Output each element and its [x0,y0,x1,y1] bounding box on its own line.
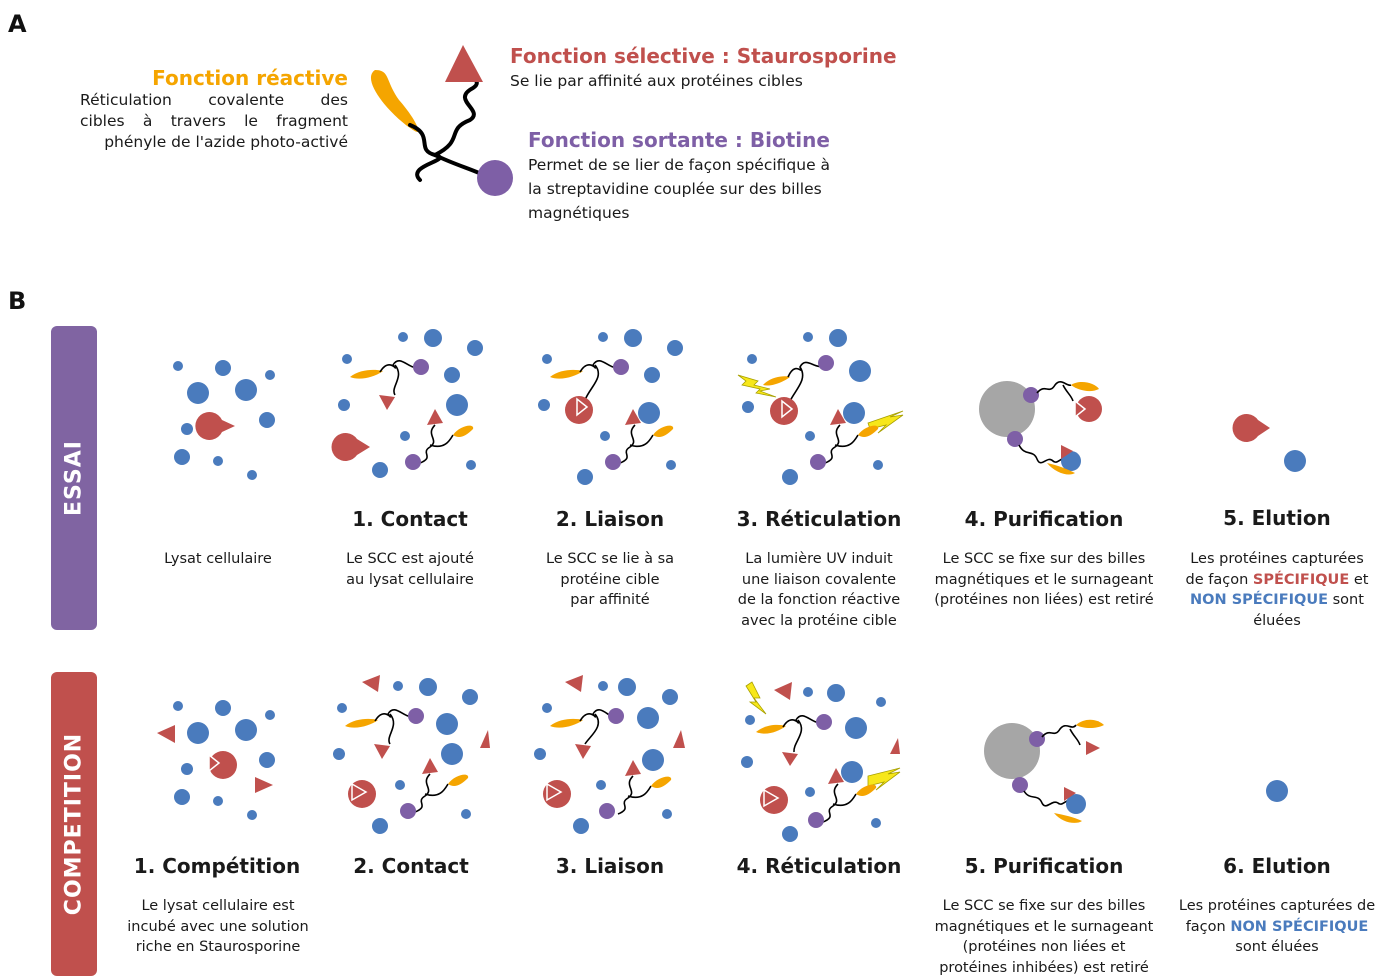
competition-step-4-title: 4. Réticulation [719,854,919,878]
text-span: sont [1328,592,1364,608]
competition-scene-elution [1265,780,1295,810]
competition-scene-contact [330,670,495,830]
essai-step-5-desc-line: Les protéines capturées [1157,549,1391,570]
essai-step-5-desc-line: de façon SPÉCIFIQUE et [1157,570,1391,591]
essai-step-5-desc-line: NON SPÉCIFIQUE sont [1157,590,1391,611]
essai-step-3-desc-line: avec la protéine cible [699,611,939,632]
competition-step-3-title: 3. Liaison [510,854,710,878]
competition-step-1-desc-line: Le lysat cellulaire est [98,896,338,917]
essai-band: ESSAI [51,326,97,630]
competition-step-2-title: 2. Contact [311,854,511,878]
competition-step-5-desc-line: Le SCC se fixe sur des billes [924,896,1164,917]
uv-lightning-icon [746,682,766,714]
essai-step-4-title: 4. Purification [944,507,1144,531]
reactive-function-desc-3: phényle de l'azide photo-activé [80,132,348,153]
essai-band-label: ESSAI [62,440,87,516]
essai-step-3-desc-line: de la fonction réactive [699,590,939,611]
essai-step-2-desc-line: par affinité [490,590,730,611]
essai-step-3-desc: La lumière UV induit une liaison covalen… [699,549,939,631]
text-span: et [1349,572,1368,588]
exit-function-desc-3: magnétiques [528,203,629,224]
linker-lower [410,125,440,180]
competition-step-1-desc: Le lysat cellulaire est incubé avec une … [98,896,338,958]
competition-step-6-desc-line: façon NON SPÉCIFIQUE [1157,917,1391,938]
essai-step-3-desc-line: une liaison covalente [699,570,939,591]
essai-scene-elution [1250,410,1310,480]
essai-step-2-desc-line: Le SCC se lie à sa [490,549,730,570]
uv-lightning-icon [738,375,776,397]
competition-scene-binding [535,670,700,830]
exit-function-desc-1: Permet de se lier de façon spécifique à [528,155,830,176]
selective-function-title: Fonction sélective : Staurosporine [510,44,897,68]
competition-band: COMPETITION [51,672,97,976]
essai-step-5-desc: Les protéines capturées de façon SPÉCIFI… [1157,549,1391,631]
competition-band-label: COMPETITION [62,733,87,915]
reactive-function-desc-2: cibles à travers le fragment [80,111,348,132]
competition-step-1-title: 1. Compétition [117,854,317,878]
competition-step-5-desc-line: protéines inhibées) est retiré [924,958,1164,978]
linker-upper [435,75,477,155]
competition-step-6-desc: Les protéines capturées de façon NON SPÉ… [1157,896,1391,958]
competition-step-5-title: 5. Purification [944,854,1144,878]
essai-step-2-desc: Le SCC se lie à sa protéine cible par af… [490,549,730,611]
exit-function-desc-2: la streptavidine couplée sur des billes [528,179,822,200]
essai-step-2-desc-line: protéine cible [490,570,730,591]
essai-step-4-desc-line: Le SCC se fixe sur des billes [924,549,1164,570]
selective-function-triangle [445,45,483,82]
essai-step-3-title: 3. Réticulation [719,507,919,531]
text-span: de façon [1186,572,1253,588]
competition-scene-crosslink [738,680,903,840]
competition-scene-competition [155,695,285,825]
essai-scene-contact [335,325,495,475]
magnetic-bead [984,723,1040,779]
competition-step-1-desc-line: riche en Staurosporine [98,937,338,958]
essai-scene-binding [535,325,695,480]
reactive-function-block: Fonction réactive Réticulation covalente… [80,66,348,153]
essai-step-5-desc-line: éluées [1157,611,1391,632]
exit-function-title: Fonction sortante : Biotine [528,128,830,152]
essai-step-4-desc-line: magnétiques et le surnageant [924,570,1164,591]
selective-function-desc: Se lie par affinité aux protéines cibles [510,71,803,92]
competition-step-1-desc-line: incubé avec une solution [98,917,338,938]
competition-step-5-desc: Le SCC se fixe sur des billes magnétique… [924,896,1164,978]
essai-step-5-title: 5. Elution [1177,506,1377,530]
essai-scene-purification [975,365,1115,485]
essai-step-4-desc-line: (protéines non liées) est retiré [924,590,1164,611]
reactive-function-title: Fonction réactive [80,66,348,90]
competition-step-6-desc-line: sont éluées [1157,937,1391,958]
biotin-circle [477,160,513,196]
nonspecific-label: NON SPÉCIFIQUE [1190,592,1328,608]
competition-scene-purification [980,705,1110,830]
text-span: façon [1186,919,1231,935]
competition-step-5-desc-line: (protéines non liées et [924,937,1164,958]
reactive-function-shape [371,70,418,132]
essai-scene-crosslink [738,325,908,480]
competition-step-6-title: 6. Elution [1177,854,1377,878]
panel-a-label: A [8,10,27,38]
essai-step-1-title: 1. Contact [310,507,510,531]
reactive-function-desc-1: Réticulation covalente des [80,90,348,111]
nonspecific-label: NON SPÉCIFIQUE [1230,919,1368,935]
essai-step-4-desc: Le SCC se fixe sur des billes magnétique… [924,549,1164,611]
specific-label: SPÉCIFIQUE [1253,572,1349,588]
essai-step-3-desc-line: La lumière UV induit [699,549,939,570]
competition-step-5-desc-line: magnétiques et le surnageant [924,917,1164,938]
essai-scene-lysate [160,350,280,480]
scc-molecule-diagram [355,40,525,210]
essai-step-2-title: 2. Liaison [510,507,710,531]
competition-step-6-desc-line: Les protéines capturées de [1157,896,1391,917]
panel-b-label: B [8,287,26,315]
